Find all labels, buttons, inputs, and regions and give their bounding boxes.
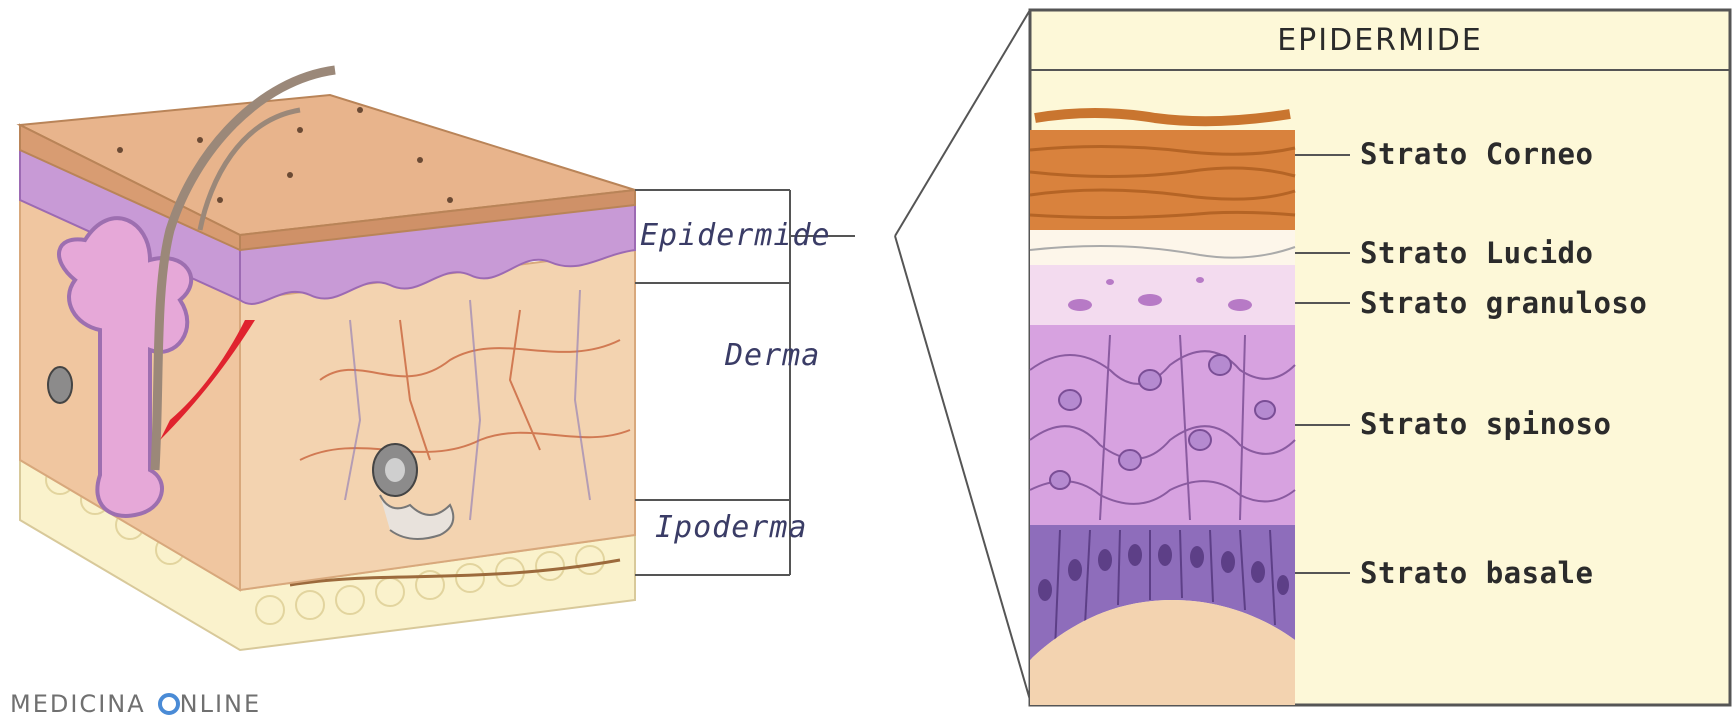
label-strato-basale: Strato basale bbox=[1360, 556, 1593, 590]
stratum-corneum bbox=[1030, 113, 1295, 230]
label-strato-corneo: Strato Corneo bbox=[1360, 137, 1593, 171]
label-strato-lucido: Strato Lucido bbox=[1360, 236, 1593, 270]
stratum-granulosum bbox=[1030, 265, 1295, 325]
brand-text-part2: NLINE bbox=[180, 690, 262, 718]
epidermis-panel bbox=[1030, 10, 1730, 705]
label-derma: Derma bbox=[725, 338, 820, 373]
zoom-lines bbox=[895, 10, 1030, 700]
brand-logo: NLINE bbox=[158, 690, 262, 718]
panel-title: EPIDERMIDE bbox=[1030, 10, 1730, 70]
label-strato-granuloso: Strato granuloso bbox=[1360, 286, 1647, 320]
dermis-front bbox=[240, 250, 635, 590]
brand-watermark: MEDICINA NLINE bbox=[10, 690, 261, 718]
label-epidermide: Epidermide bbox=[640, 218, 831, 253]
label-ipoderma: Ipoderma bbox=[655, 510, 808, 545]
brand-o-icon bbox=[158, 693, 180, 715]
label-strato-spinoso: Strato spinoso bbox=[1360, 407, 1611, 441]
brand-text-part1: MEDICINA bbox=[10, 690, 146, 718]
